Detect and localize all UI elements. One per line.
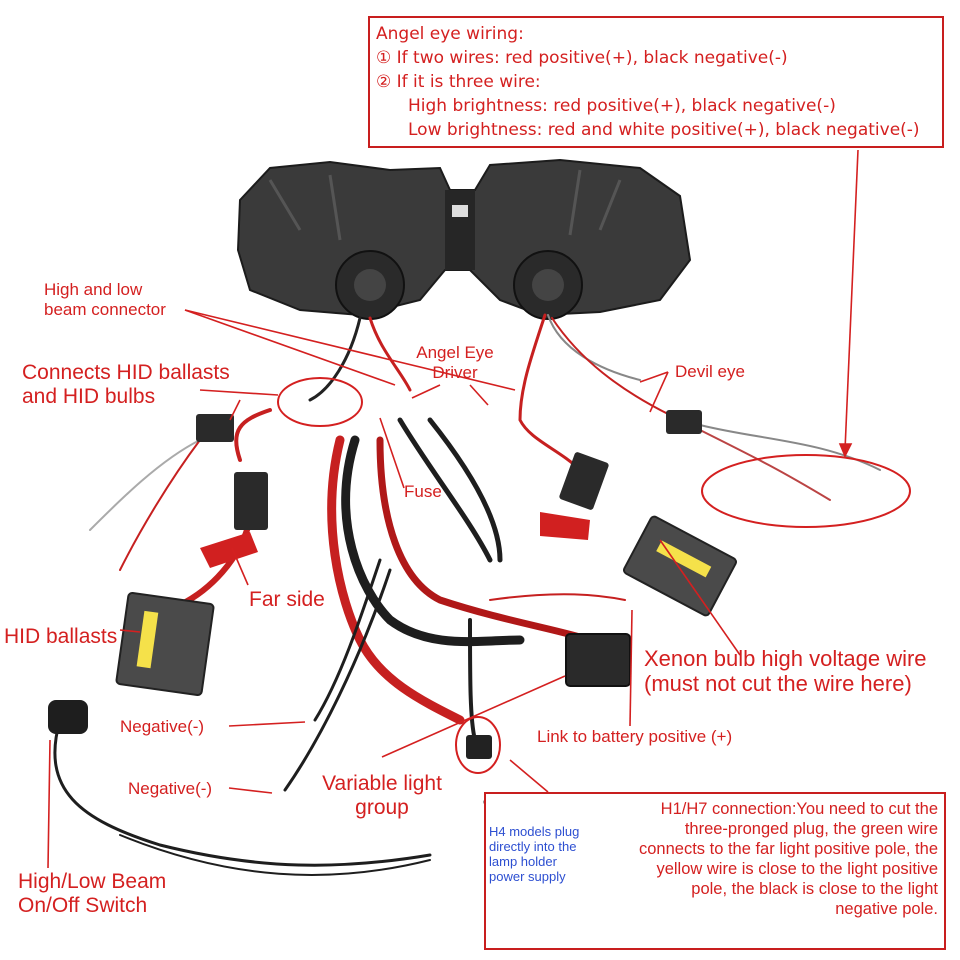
label-variable-light-group: Variable light group [306, 772, 458, 820]
label-xenon-wire: Xenon bulb high voltage wire (must not c… [644, 646, 927, 697]
angel-eye-three-wire: ② If it is three wire: [376, 72, 541, 92]
label-line: and HID bulbs [22, 385, 156, 409]
label-line: High and low [44, 280, 143, 299]
label-switch: High/Low Beam On/Off Switch [18, 870, 166, 918]
pointer-arrows [47, 149, 859, 869]
hid-ballast-left [115, 591, 215, 697]
label-line: (must not cut the wire here) [644, 671, 912, 697]
angel-eye-high-brightness: High brightness: red positive(+), black … [408, 96, 836, 116]
label-link-battery: Link to battery positive (+) [537, 727, 733, 746]
inline-driver-box [234, 452, 609, 530]
label-line: On/Off Switch [18, 894, 148, 918]
h4-plug [466, 735, 492, 759]
high-voltage-connector [200, 512, 590, 568]
headlight-assembly [236, 158, 692, 320]
label-line: Connects HID ballasts [22, 361, 230, 384]
angel-eye-two-wire: ① If two wires: red positive(+), black n… [376, 48, 788, 68]
plug-highlight [455, 716, 501, 774]
label-hid-ballasts: HID ballasts [4, 625, 118, 648]
label-line: Driver [432, 362, 478, 382]
hid-ballast-right [623, 515, 737, 617]
h4-models-note: H4 models plug directly into the lamp ho… [489, 824, 580, 884]
label-line: Xenon bulb high voltage wire [644, 646, 927, 671]
label-high-low-beam-connector: High and low beam connector [44, 280, 166, 319]
label-line: Variable light [322, 772, 442, 795]
h1-h7-connection-text: H1/H7 connection:You need to cut the thr… [638, 800, 938, 918]
connector-highlight-left [277, 377, 363, 427]
label-line: Angel Eye [416, 343, 494, 362]
switch-unit [48, 700, 88, 734]
angel-eye-low-brightness: Low brightness: red and white positive(+… [408, 120, 920, 140]
angel-eye-wiring-box: Angel eye wiring: ① If two wires: red po… [368, 16, 944, 148]
devil-eye-driver [666, 410, 702, 434]
wire-highlight-right [701, 454, 911, 528]
angel-eye-driver-left [196, 414, 234, 442]
label-line: group [355, 796, 409, 820]
label-line: beam connector [44, 299, 166, 319]
label-line: High/Low Beam [18, 870, 167, 893]
label-negative-1: Negative(-) [120, 717, 205, 736]
connection-box: H4 models plug directly into the lamp ho… [484, 792, 946, 950]
label-far-side: Far side [249, 588, 325, 611]
label-connects-hid: Connects HID ballasts and HID bulbs [22, 361, 230, 409]
angel-eye-title: Angel eye wiring: [376, 24, 524, 44]
label-negative-2: Negative(-) [128, 779, 213, 798]
label-devil-eye: Devil eye [675, 362, 745, 381]
label-angel-eye-driver: Angel Eye Driver [410, 343, 500, 382]
label-fuse: Fuse [404, 482, 442, 501]
relay-box [565, 633, 631, 687]
